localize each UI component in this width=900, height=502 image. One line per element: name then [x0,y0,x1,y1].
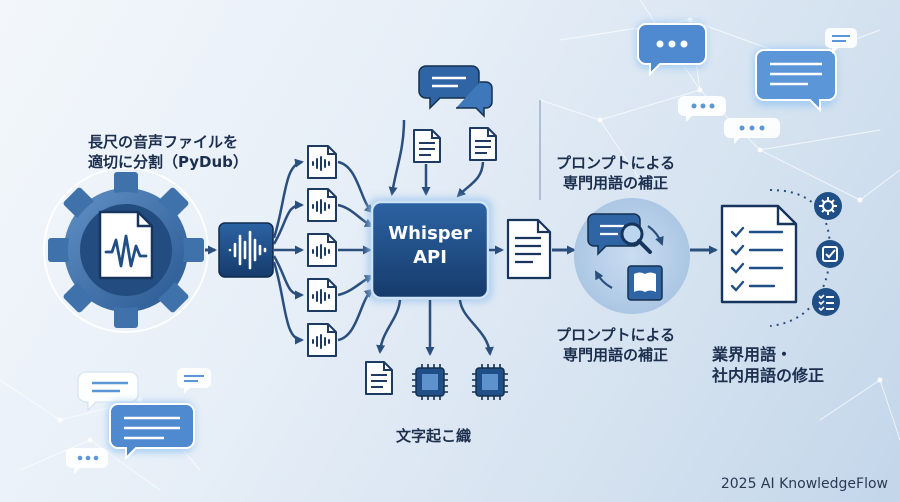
whisper-api-label: Whisper API [388,223,472,269]
book-icon [627,265,663,301]
label-prompt-correction-bottom: プロンプトによる 専門用語の補正 [556,326,676,364]
chip-icon [471,363,509,401]
audio-segment-icon [307,145,337,179]
label-audio-split: 長尺の音声ファイルを 適切に分割（PyDub） [88,133,248,171]
document-icon [506,218,552,280]
whisper-api-box [368,198,492,302]
audio-segment-icon [307,323,337,357]
chat-bubble-icon [678,96,726,122]
chat-bubble-icon [177,368,211,394]
label-terminology-fix: 業界用語・ 社内用語の修正 [712,345,825,385]
settings-icon [814,192,842,220]
audio-file-icon [98,210,154,280]
list-icon [812,288,840,316]
chat-bubble-icon [724,118,780,144]
chat-bubble-icon [418,65,493,118]
audio-segment-icon [307,233,337,267]
audio-segment-icon [307,188,337,222]
chat-bubble-icon [636,22,707,77]
chat-bubble-icon [77,371,139,412]
chat-bubble-icon [108,402,195,461]
document-icon [469,127,497,161]
chat-bubble-icon [754,48,837,113]
check-icon [816,240,844,268]
chip-icon [411,363,449,401]
chat-bubble-icon [825,28,857,54]
label-transcription: 文字起こ織 [396,427,472,445]
document-icon [413,129,441,163]
checklist-icon [720,204,798,304]
audio-segment-icon [307,278,337,312]
label-prompt-correction-top: プロンプトによる 専門用語の補正 [556,154,676,192]
document-icon [365,361,393,395]
waveform-icon [218,222,274,278]
magnifier-icon [587,213,652,256]
footer-credit: 2025 AI KnowledgeFlow [720,476,888,492]
chat-bubble-icon [66,448,108,474]
